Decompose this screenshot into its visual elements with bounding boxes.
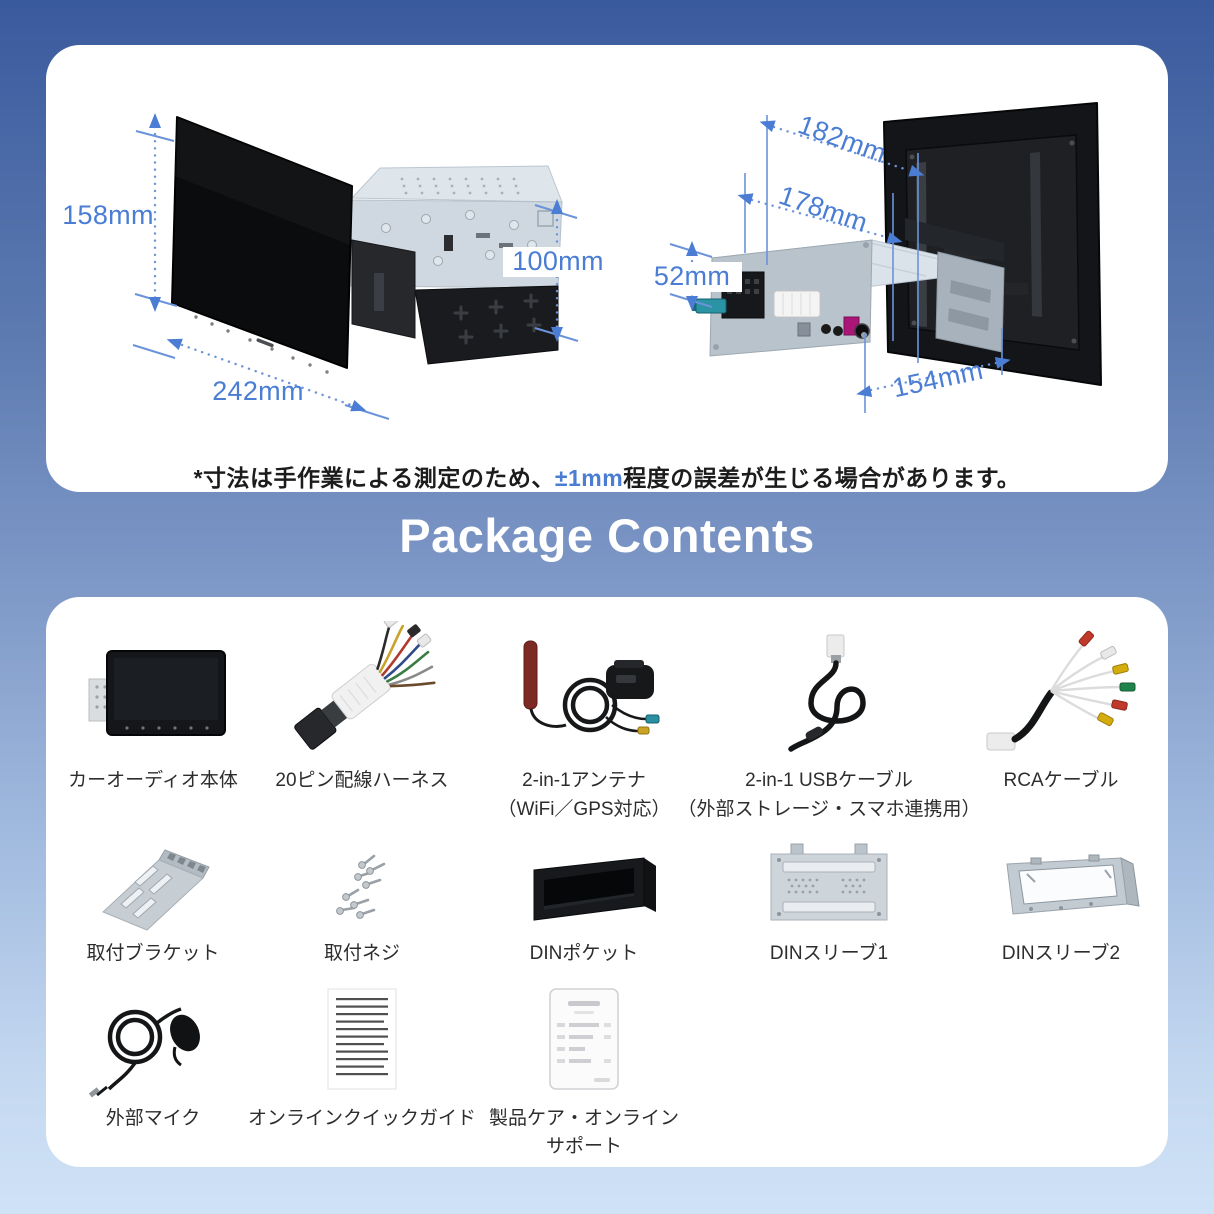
package-item-din-sleeve-2: DINスリーブ2 bbox=[963, 834, 1159, 969]
rear-view-illustration bbox=[692, 102, 1102, 386]
item-label: 外部マイク bbox=[105, 1107, 201, 1129]
note-suffix: 程度の誤差が生じる場合があります。 bbox=[623, 465, 1021, 491]
package-item-quick-guide: オンラインクイックガイド bbox=[248, 981, 477, 1134]
quick-guide-image bbox=[327, 988, 397, 1089]
rear-chassis-height-dimension: 52mm bbox=[642, 261, 742, 292]
mounting-screws-image bbox=[336, 854, 386, 919]
package-contents-card: カーオーディオ本体 bbox=[46, 597, 1168, 1167]
front-chassis-height-dimension: 100mm bbox=[503, 246, 613, 277]
dimension-diagrams bbox=[132, 102, 1102, 420]
rca-cable-image bbox=[986, 630, 1136, 751]
item-label: 製品ケア・オンライン サポート bbox=[489, 1105, 679, 1162]
usb-port bbox=[797, 322, 811, 337]
item-label: RCAケーブル bbox=[1003, 770, 1119, 791]
measurement-tolerance-note: *寸法は手作業による測定のため、±1mm程度の誤差が生じる場合があります。 bbox=[46, 459, 1168, 493]
package-item-care-support: 製品ケア・オンライン サポート bbox=[473, 981, 695, 1162]
harness-socket bbox=[773, 290, 821, 318]
item-label-line2: （外部ストレージ・スマホ連携用） bbox=[677, 798, 981, 820]
item-label-line1: 2-in-1アンテナ bbox=[522, 770, 646, 791]
package-item-mounting-screws: 取付ネジ bbox=[251, 834, 473, 969]
item-label: DINスリーブ2 bbox=[1001, 943, 1121, 964]
package-item-antenna: 2-in-1アンテナ （WiFi／GPS対応） bbox=[473, 621, 695, 824]
front-logo-mark bbox=[256, 338, 274, 348]
item-label: DINポケット bbox=[529, 943, 639, 964]
front-view-dimension-arrows bbox=[149, 113, 563, 412]
package-item-mounting-bracket: 取付ブラケット bbox=[55, 834, 251, 969]
din-pocket-image bbox=[533, 857, 656, 921]
wiring-harness-image bbox=[294, 621, 436, 750]
item-label-line1: 2-in-1 USBケーブル bbox=[745, 770, 913, 791]
front-width-dimension: 242mm bbox=[212, 376, 304, 406]
package-item-head-unit: カーオーディオ本体 bbox=[55, 621, 251, 796]
package-item-din-sleeve-1: DINスリーブ1 bbox=[695, 834, 963, 969]
din-sleeve-2-image bbox=[1006, 854, 1140, 915]
item-label: 取付ブラケット bbox=[86, 943, 220, 964]
item-label: 2-in-1 USBケーブル （外部ストレージ・スマホ連携用） bbox=[677, 767, 980, 824]
front-view-illustration bbox=[171, 116, 563, 374]
package-item-usb-cable: 2-in-1 USBケーブル （外部ストレージ・スマホ連携用） bbox=[677, 621, 981, 824]
note-prefix: *寸法は手作業による測定のため、 bbox=[193, 465, 555, 491]
item-label-line2: （WiFi／GPS対応） bbox=[497, 798, 671, 820]
item-label: 2-in-1アンテナ （WiFi／GPS対応） bbox=[497, 767, 670, 824]
package-row-1: カーオーディオ本体 bbox=[46, 597, 1168, 824]
antenna-image bbox=[523, 640, 660, 735]
mounting-bracket-image bbox=[102, 849, 210, 931]
care-support-image bbox=[549, 987, 619, 1090]
external-mic-image bbox=[88, 1006, 200, 1097]
package-item-external-mic: 外部マイク bbox=[55, 981, 251, 1134]
head-unit-image bbox=[88, 650, 226, 736]
item-label: 20ピン配線ハーネス bbox=[275, 770, 449, 791]
item-label-line2: サポート bbox=[545, 1136, 622, 1157]
package-item-din-pocket: DINポケット bbox=[473, 834, 695, 969]
package-row-2: 取付ブラケット 取付ネジ bbox=[46, 824, 1168, 969]
front-height-dimension: 158mm bbox=[62, 200, 154, 230]
page-title: Package Contents bbox=[399, 509, 815, 562]
item-label: 取付ネジ bbox=[323, 943, 400, 964]
din-sleeve-1-image bbox=[770, 843, 888, 921]
package-item-rca-cable: RCAケーブル bbox=[963, 621, 1159, 796]
dimensions-card: 158mm 242mm 100mm 182mm 178mm 52mm 154mm… bbox=[46, 45, 1168, 492]
package-row-3: 外部マイク オンラインクイックガイド bbox=[46, 969, 1168, 1162]
item-label: DINスリーブ1 bbox=[769, 943, 889, 964]
usb-cable-image bbox=[788, 634, 866, 752]
item-label: カーオーディオ本体 bbox=[68, 770, 238, 791]
front-bezel-touch-icons bbox=[194, 315, 329, 374]
package-item-wiring-harness: 20ピン配線ハーネス bbox=[251, 621, 473, 796]
item-label-line1: 製品ケア・オンライン bbox=[488, 1107, 679, 1129]
item-label: オンラインクイックガイド bbox=[248, 1107, 477, 1129]
note-tolerance-value: ±1mm bbox=[554, 465, 624, 491]
rear-view-dimension-arrows bbox=[686, 120, 1011, 398]
